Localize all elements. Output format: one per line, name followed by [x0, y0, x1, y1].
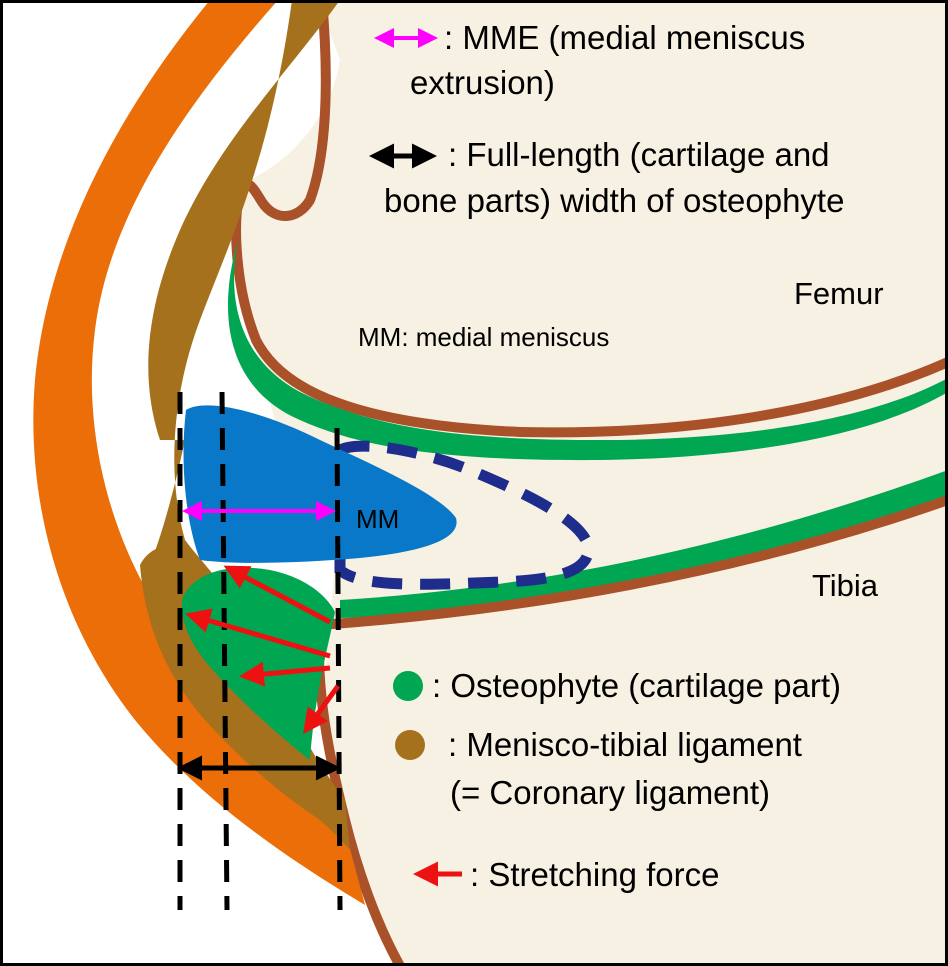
force-arrow-4 — [303, 684, 341, 735]
legend-mme-line1: : MME (medial meniscus — [444, 19, 805, 56]
circle-icon — [395, 730, 425, 760]
force-arrow-3 — [239, 661, 331, 687]
label-mm-definition: MM: medial meniscus — [358, 322, 609, 352]
circle-icon — [393, 671, 423, 701]
legend-ligament-line1: : Menisco-tibial ligament — [448, 726, 802, 763]
femur-cortex — [231, 0, 948, 438]
legend-ligament-line2: (= Coronary ligament) — [450, 774, 770, 811]
legend-mme-line2: extrusion) — [410, 64, 555, 101]
legend-force: : Stretching force — [470, 856, 719, 893]
tibia-cortex — [319, 495, 948, 630]
legend-osteophyte: : Osteophyte (cartilage part) — [432, 667, 841, 704]
guide-line-meniscus — [219, 391, 230, 911]
force-arrow-2 — [185, 608, 331, 659]
guide-line-inner — [334, 427, 343, 911]
legend-width-line2: bone parts) width of osteophyte — [384, 182, 844, 219]
tendon-band — [33, 0, 365, 905]
legend-width-line1: : Full-length (cartilage and — [448, 136, 830, 173]
label-femur: Femur — [794, 276, 884, 311]
label-mm: MM — [356, 504, 399, 534]
meniscus — [183, 405, 457, 563]
bone-area — [239, 0, 948, 966]
tibia-cartilage — [340, 470, 948, 618]
label-tibia: Tibia — [812, 568, 879, 603]
force-arrow-1 — [223, 565, 332, 625]
